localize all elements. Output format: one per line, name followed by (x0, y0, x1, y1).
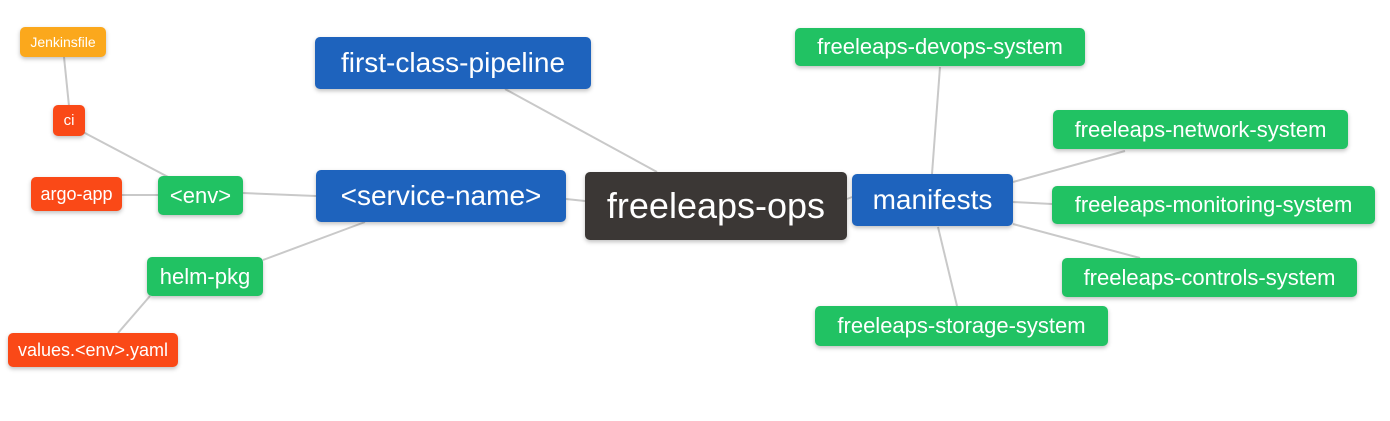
edge-manifests--freeleaps-devops-system (931, 66, 941, 175)
node-manifests[interactable]: manifests (852, 174, 1013, 226)
edge-manifests--freeleaps-storage-system (937, 226, 958, 307)
node-freeleaps-controls-system[interactable]: freeleaps-controls-system (1062, 258, 1357, 297)
node-freeleaps-network-system[interactable]: freeleaps-network-system (1053, 110, 1348, 149)
edge-jenkinsfile--ci (63, 56, 70, 107)
node-argo-app[interactable]: argo-app (31, 177, 122, 211)
edge-values-env-yaml--helm-pkg (117, 295, 151, 334)
edge-env--service-name (242, 192, 317, 197)
node-freeleaps-ops[interactable]: freeleaps-ops (585, 172, 847, 240)
node-env[interactable]: <env> (158, 176, 243, 215)
edge-manifests--freeleaps-monitoring-system (1012, 201, 1053, 205)
node-jenkinsfile[interactable]: Jenkinsfile (20, 27, 106, 57)
node-freeleaps-storage-system[interactable]: freeleaps-storage-system (815, 306, 1108, 346)
edge-helm-pkg--service-name (262, 221, 366, 261)
node-freeleaps-monitoring-system[interactable]: freeleaps-monitoring-system (1052, 186, 1375, 224)
edge-ci--env (82, 131, 171, 179)
node-ci[interactable]: ci (53, 105, 85, 136)
node-values-env-yaml[interactable]: values.<env>.yaml (8, 333, 178, 367)
edge-manifests--freeleaps-network-system (1012, 150, 1126, 183)
node-freeleaps-devops-system[interactable]: freeleaps-devops-system (795, 28, 1085, 66)
edge-first-class-pipeline--freeleaps-ops (504, 88, 658, 173)
node-helm-pkg[interactable]: helm-pkg (147, 257, 263, 296)
edge-manifests--freeleaps-controls-system (1012, 223, 1141, 259)
edge-service-name--freeleaps-ops (565, 198, 586, 202)
node-service-name[interactable]: <service-name> (316, 170, 566, 222)
node-first-class-pipeline[interactable]: first-class-pipeline (315, 37, 591, 89)
